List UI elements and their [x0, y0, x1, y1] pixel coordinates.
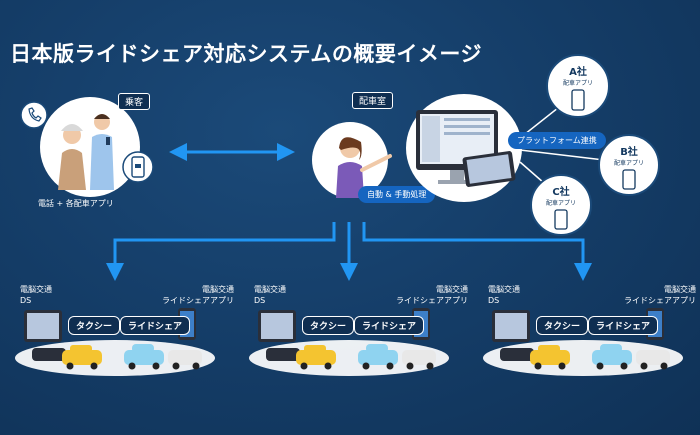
company-b-circle: B社 配車アプリ — [598, 134, 660, 196]
branch-2-app-label: 電脳交通ライドシェアアプリ — [624, 285, 696, 305]
company-b-name: B社 — [620, 147, 638, 158]
company-a-phone-icon — [571, 89, 585, 111]
passenger-tag: 乗客 — [118, 93, 151, 110]
branch-0-taxi-label: タクシー — [68, 316, 121, 335]
branch-1-rideshare-label: ライドシェア — [354, 316, 425, 335]
company-b-sub: 配車アプリ — [613, 160, 644, 167]
company-c-name: C社 — [552, 187, 570, 198]
company-a-sub: 配車アプリ — [562, 80, 593, 87]
platform-link-badge: プラットフォーム連携 — [508, 132, 606, 149]
company-b-phone-icon — [622, 169, 636, 190]
dispatcher-tag: 配車室 — [352, 92, 394, 109]
branch-2-taxi-label: タクシー — [536, 316, 589, 335]
branch-1-app-label: 電脳交通ライドシェアアプリ — [396, 285, 468, 305]
passenger-caption: 電話 + 各配車アプリ — [38, 199, 114, 208]
branch-2-scene — [483, 308, 683, 376]
dispatcher-illustration — [312, 122, 392, 198]
branch-arrow-right — [362, 222, 592, 281]
branch-2-rideshare-label: ライドシェア — [588, 316, 659, 335]
platform-link-b — [519, 149, 605, 161]
branch-arrow-left — [106, 222, 336, 281]
branch-0-app-label: 電脳交通ライドシェアアプリ — [162, 285, 234, 305]
branch-1-scene — [249, 308, 449, 376]
company-c-sub: 配車アプリ — [545, 200, 576, 207]
passenger-illustration — [20, 97, 154, 197]
company-c-phone-icon — [554, 209, 568, 230]
company-a-circle: A社 配車アプリ — [546, 54, 610, 118]
company-a-name: A社 — [569, 67, 587, 78]
branch-1-taxi-label: タクシー — [302, 316, 355, 335]
page-title: 日本版ライドシェア対応システムの概要イメージ — [10, 42, 482, 66]
process-badge: 自動 & 手動処理 — [358, 186, 436, 203]
company-c-circle: C社 配車アプリ — [530, 174, 592, 236]
phone-icon — [20, 101, 48, 129]
platform-illustration — [406, 94, 522, 202]
branch-0-rideshare-label: ライドシェア — [120, 316, 191, 335]
